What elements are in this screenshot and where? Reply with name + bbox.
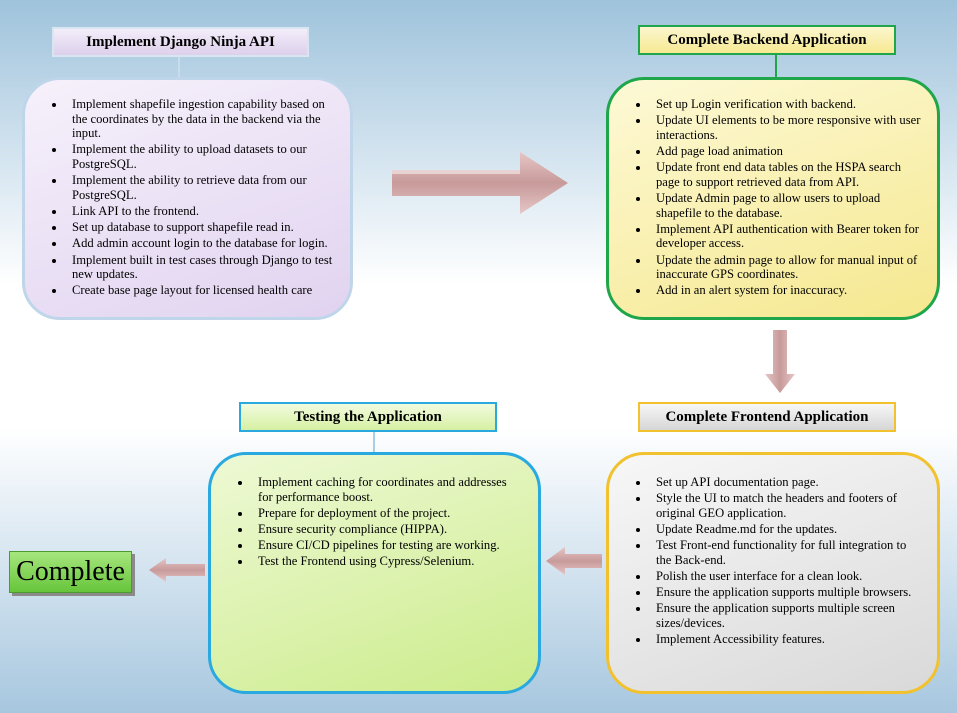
frontend-title: Complete Frontend Application xyxy=(638,402,896,432)
backend-items: Set up Login verification with backend. … xyxy=(623,97,923,298)
backend-card: Set up Login verification with backend. … xyxy=(606,77,940,320)
backend-title-text: Complete Backend Application xyxy=(667,31,867,48)
testing-title: Testing the Application xyxy=(239,402,497,432)
arrow-right-icon xyxy=(392,152,568,214)
frontend-title-text: Complete Frontend Application xyxy=(665,408,869,425)
list-item: Set up Login verification with backend. xyxy=(650,97,923,112)
complete-label: Complete xyxy=(16,556,125,587)
testing-connector xyxy=(373,432,375,454)
list-item: Implement the ability to retrieve data f… xyxy=(66,173,336,202)
list-item: Update the admin page to allow for manua… xyxy=(650,253,923,282)
list-item: Add in an alert system for inaccuracy. xyxy=(650,283,923,298)
list-item: Implement built in test cases through Dj… xyxy=(66,253,336,282)
list-item: Test Front-end functionality for full in… xyxy=(650,538,923,567)
arrow-down-icon xyxy=(765,330,795,393)
list-item: Add page load animation xyxy=(650,144,923,159)
list-item: Ensure CI/CD pipelines for testing are w… xyxy=(252,538,524,553)
list-item: Implement API authentication with Bearer… xyxy=(650,222,923,251)
frontend-card: Set up API documentation page. Style the… xyxy=(606,452,940,694)
list-item: Ensure the application supports multiple… xyxy=(650,601,923,630)
list-item: Style the UI to match the headers and fo… xyxy=(650,491,923,520)
list-item: Implement the ability to upload datasets… xyxy=(66,142,336,171)
list-item: Link API to the frontend. xyxy=(66,204,336,219)
testing-title-text: Testing the Application xyxy=(294,408,442,425)
list-item: Ensure the application supports multiple… xyxy=(650,585,923,600)
list-item: Implement shapefile ingestion capability… xyxy=(66,97,336,141)
backend-connector xyxy=(775,55,777,78)
list-item: Prepare for deployment of the project. xyxy=(252,506,524,521)
django-title: Implement Django Ninja API xyxy=(52,27,309,57)
list-item: Set up API documentation page. xyxy=(650,475,923,490)
django-card: Implement shapefile ingestion capability… xyxy=(22,77,353,320)
list-item: Update Readme.md for the updates. xyxy=(650,522,923,537)
django-connector xyxy=(178,57,180,78)
list-item: Implement caching for coordinates and ad… xyxy=(252,475,524,504)
list-item: Add admin account login to the database … xyxy=(66,236,336,251)
list-item: Polish the user interface for a clean lo… xyxy=(650,569,923,584)
arrow-left-icon xyxy=(546,547,602,575)
list-item: Update front end data tables on the HSPA… xyxy=(650,160,923,189)
list-item: Set up database to support shapefile rea… xyxy=(66,220,336,235)
frontend-items: Set up API documentation page. Style the… xyxy=(623,475,923,647)
backend-title: Complete Backend Application xyxy=(638,25,896,55)
django-items: Implement shapefile ingestion capability… xyxy=(39,97,336,298)
django-title-text: Implement Django Ninja API xyxy=(86,33,275,50)
list-item: Update UI elements to be more responsive… xyxy=(650,113,923,142)
list-item: Update Admin page to allow users to uplo… xyxy=(650,191,923,220)
complete-box: Complete xyxy=(9,551,132,593)
testing-items: Implement caching for coordinates and ad… xyxy=(225,475,524,569)
testing-card: Implement caching for coordinates and ad… xyxy=(208,452,541,694)
list-item: Test the Frontend using Cypress/Selenium… xyxy=(252,554,524,569)
list-item: Ensure security compliance (HIPPA). xyxy=(252,522,524,537)
list-item: Create base page layout for licensed hea… xyxy=(66,283,336,298)
arrow-left-icon xyxy=(149,558,205,582)
list-item: Implement Accessibility features. xyxy=(650,632,923,647)
